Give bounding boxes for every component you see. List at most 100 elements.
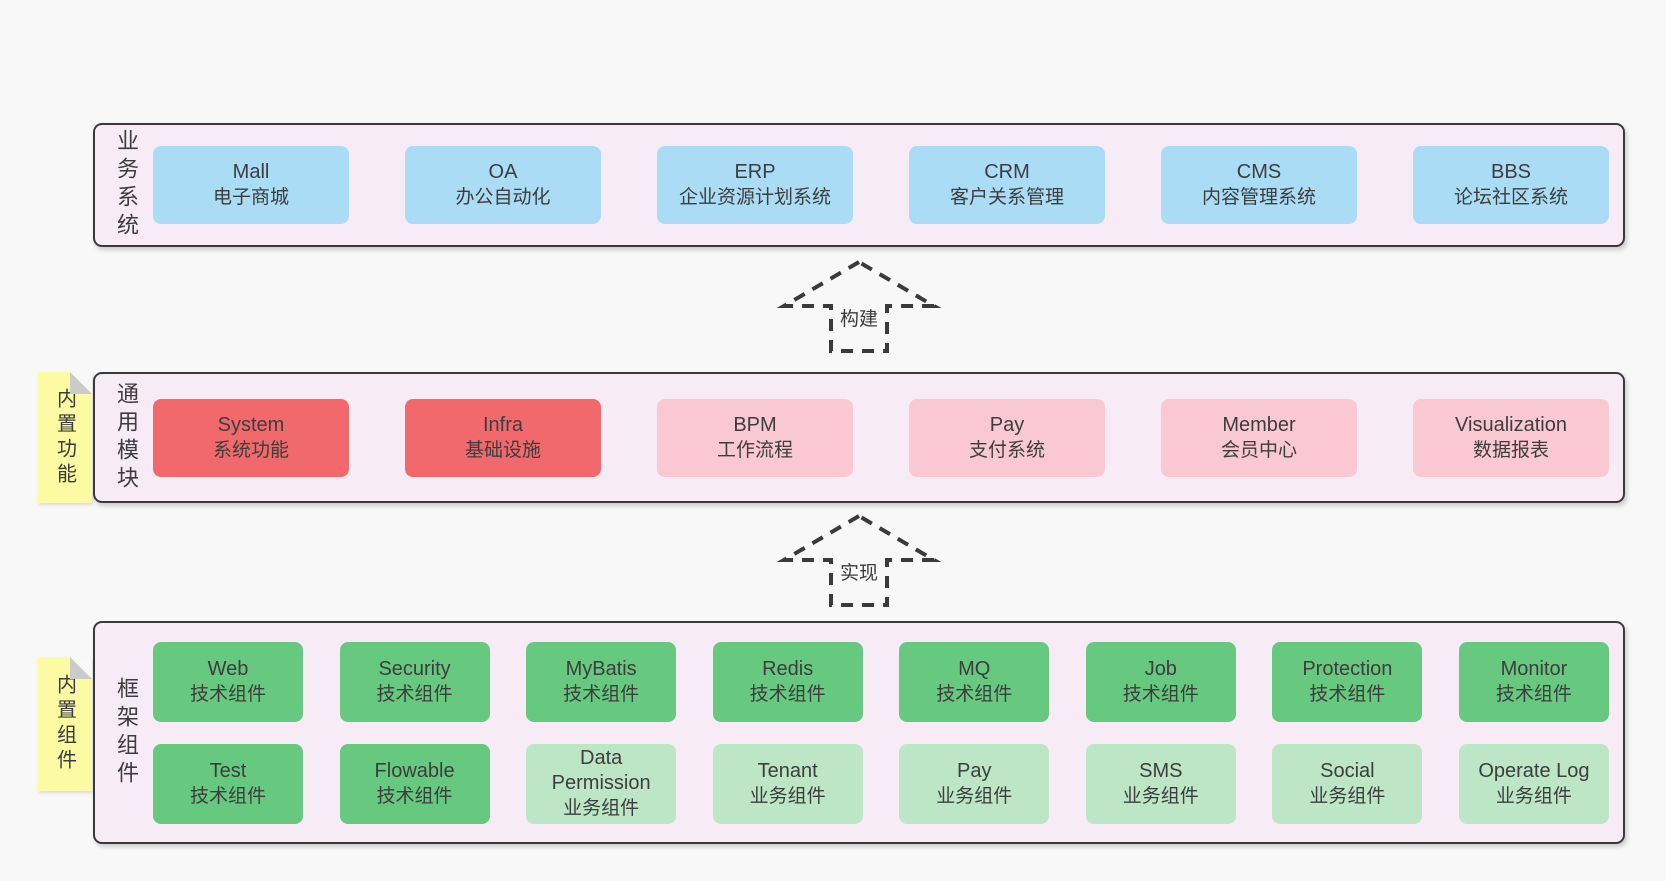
module-box-operate-log: Operate Log 业务组件 <box>1458 743 1609 824</box>
module-box-bbs: BBS 论坛社区系统 <box>1413 146 1609 224</box>
module-box-title: Job <box>1144 657 1177 680</box>
build-arrow-label: 构建 <box>839 309 878 330</box>
module-box-title: Data Permission <box>551 747 651 794</box>
module-box-subtitle: 业务组件 <box>749 785 826 807</box>
module-box-title: Social <box>1320 759 1375 782</box>
module-box-title: Member <box>1222 413 1296 436</box>
module-box-subtitle: 业务组件 <box>1495 785 1572 807</box>
module-box-title: Web <box>207 657 249 680</box>
folded-corner-icon <box>70 657 92 679</box>
module-box-title: SMS <box>1139 759 1183 782</box>
module-box-subtitle: 技术组件 <box>376 683 453 705</box>
module-box-title: BPM <box>733 413 777 436</box>
module-box-title: Pay <box>989 413 1025 436</box>
module-box-subtitle: 内容管理系统 <box>1201 187 1316 208</box>
module-box-subtitle: 数据报表 <box>1472 439 1549 461</box>
band-common-modules: 通用模块 System 系统功能 Infra 基础设施 BPM 工作流程 Pay 支付系统 Me… <box>93 372 1625 503</box>
module-box-subtitle: 业务组件 <box>563 798 640 819</box>
module-box-title: BBS <box>1490 161 1532 183</box>
module-box-protection: Protection 技术组件 <box>1272 641 1423 722</box>
module-box-subtitle: 技术组件 <box>376 785 453 807</box>
module-box-title: Mall <box>232 161 270 183</box>
module-box-subtitle: 工作流程 <box>716 439 793 461</box>
module-box-subtitle: 会员中心 <box>1220 439 1297 461</box>
module-box-subtitle: 技术组件 <box>1495 683 1572 705</box>
band-framework-components-label: 框架组件 <box>114 676 139 789</box>
module-box-social: Social 业务组件 <box>1272 743 1423 824</box>
folded-corner-icon <box>70 372 92 394</box>
sticky-built-in-functions-text: 内置功能 <box>53 387 76 488</box>
module-box-crm: CRM 客户关系管理 <box>909 146 1105 224</box>
module-box-subtitle: 客户关系管理 <box>949 187 1064 208</box>
module-box-pay: Pay 支付系统 <box>909 398 1105 477</box>
implement-arrow: 实现 <box>774 512 944 610</box>
module-box-subtitle: 支付系统 <box>968 439 1045 461</box>
module-box-title: Test <box>209 759 247 782</box>
module-box-title: Tenant <box>757 759 818 782</box>
implement-arrow-label: 实现 <box>839 563 878 584</box>
band-row: System 系统功能 Infra 基础设施 BPM 工作流程 Pay 支付系统 Member 会… <box>153 398 1609 477</box>
up-arrow-icon <box>776 259 942 353</box>
module-box-title: Protection <box>1302 657 1393 680</box>
module-box-title: Operate Log <box>1478 759 1590 782</box>
module-box-infra: Infra 基础设施 <box>405 398 601 477</box>
module-box-mybatis: MyBatis 技术组件 <box>526 641 677 722</box>
band-business-systems-label: 业务系统 <box>114 129 139 241</box>
module-box-data-permission: Data Permission 业务组件 <box>526 743 677 824</box>
module-box-subtitle: 基础设施 <box>464 439 541 461</box>
build-arrow: 构建 <box>774 258 944 356</box>
module-box-subtitle: 技术组件 <box>563 683 640 705</box>
module-box-title: ERP <box>734 161 776 183</box>
module-box-title: Redis <box>762 657 814 680</box>
module-box-flowable: Flowable 技术组件 <box>339 743 490 824</box>
module-box-mall: Mall 电子商城 <box>153 146 349 224</box>
band-common-modules-label: 通用模块 <box>114 381 139 494</box>
sticky-built-in-components-text: 内置组件 <box>53 674 76 774</box>
module-box-title: MyBatis <box>565 657 637 680</box>
module-box-bpm: BPM 工作流程 <box>657 398 853 477</box>
module-box-title: Security <box>378 657 451 680</box>
module-box-title: System <box>217 413 285 436</box>
module-box-subtitle: 论坛社区系统 <box>1453 187 1568 208</box>
module-box-title: CRM <box>984 161 1030 183</box>
module-box-tenant: Tenant 业务组件 <box>712 743 863 824</box>
module-box-security: Security 技术组件 <box>339 641 490 722</box>
module-box-erp: ERP 企业资源计划系统 <box>657 146 853 224</box>
module-box-title: MQ <box>958 657 991 680</box>
module-box-subtitle: 办公自动化 <box>455 187 551 208</box>
module-box-title: Pay <box>957 759 992 782</box>
up-arrow-icon <box>776 513 942 607</box>
module-box-subtitle: 业务组件 <box>936 785 1013 807</box>
module-box-monitor: Monitor 技术组件 <box>1458 641 1609 722</box>
module-box-sms: SMS 业务组件 <box>1085 743 1236 824</box>
module-box-subtitle: 技术组件 <box>1309 683 1386 705</box>
sticky-built-in-components: 内置组件 <box>38 657 92 791</box>
module-box-title: Flowable <box>374 759 455 782</box>
module-box-subtitle: 业务组件 <box>1309 785 1386 807</box>
module-box-cms: CMS 内容管理系统 <box>1161 146 1357 224</box>
module-box-subtitle: 业务组件 <box>1122 785 1199 807</box>
module-box-title: CMS <box>1236 161 1282 183</box>
module-box-title: Monitor <box>1500 657 1568 680</box>
module-box-subtitle: 企业资源计划系统 <box>678 187 831 208</box>
module-box-title: Infra <box>482 413 524 436</box>
band-common-modules-rows: System 系统功能 Infra 基础设施 BPM 工作流程 Pay 支付系统 Member 会… <box>153 374 1623 501</box>
module-box-subtitle: 电子商城 <box>212 187 289 208</box>
module-box-subtitle: 系统功能 <box>212 439 289 461</box>
module-box-system: System 系统功能 <box>153 398 349 477</box>
module-box-pay: Pay 业务组件 <box>899 743 1050 824</box>
